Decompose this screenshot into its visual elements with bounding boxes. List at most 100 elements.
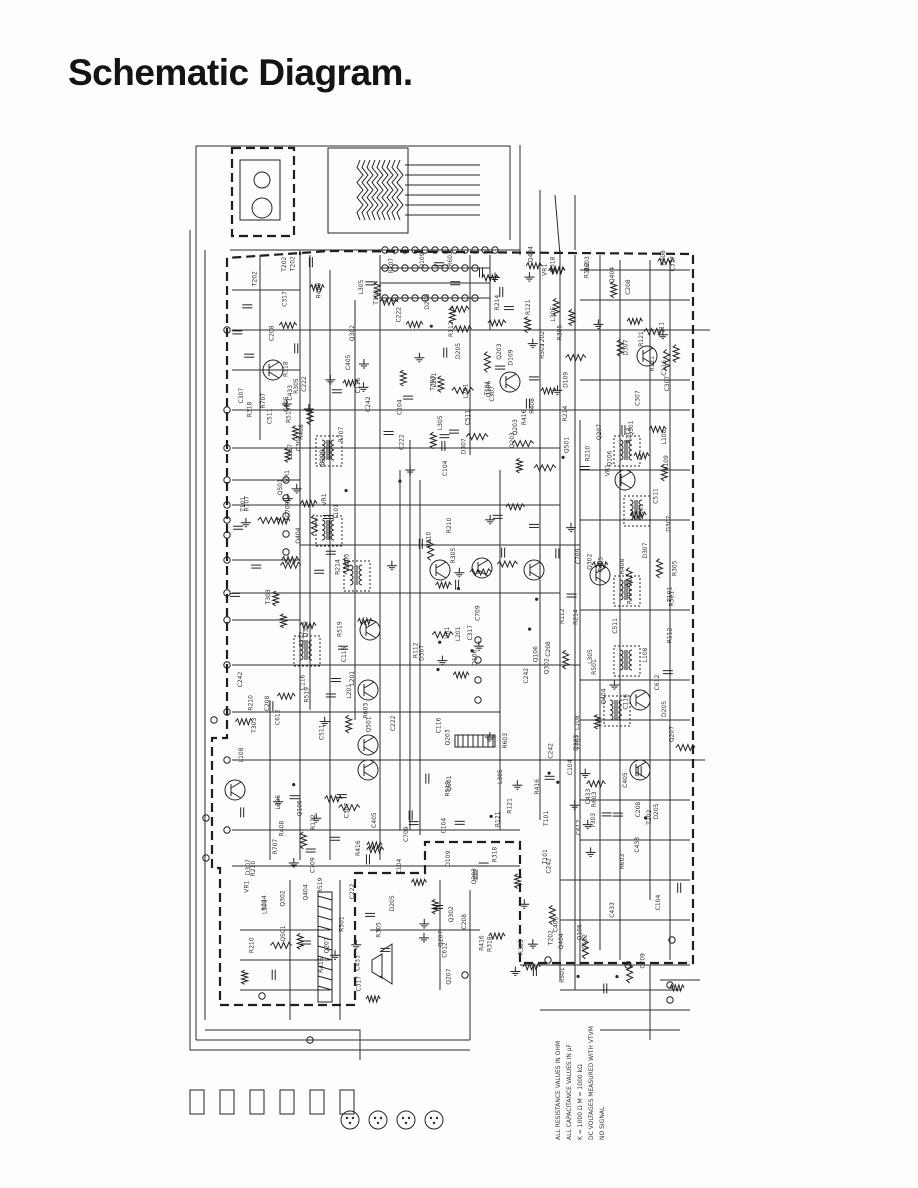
component-label: R416 (318, 957, 325, 973)
component-label: Q302 (586, 553, 593, 569)
component-label: C116 (623, 694, 630, 710)
resistor-symbol (242, 970, 248, 984)
resistor-symbol (273, 591, 279, 606)
terminal-node (412, 247, 418, 253)
junction-dot (292, 783, 296, 787)
coil-symbol (629, 595, 632, 600)
coil-symbol (629, 450, 632, 455)
coil-symbol (359, 570, 362, 575)
resistor-symbol (357, 160, 363, 220)
component-label: L201 (463, 383, 470, 398)
component-label: C242 (548, 743, 555, 759)
socket-pinout-symbol (397, 1111, 415, 1129)
component-label: R112 (583, 262, 590, 278)
component-label: C222 (390, 715, 397, 731)
component-label: C104 (441, 818, 448, 834)
resistor-symbol (649, 426, 666, 432)
component-label: C116 (661, 360, 668, 376)
transistor-symbol (621, 472, 631, 478)
component-label: R210 (446, 518, 453, 534)
terminal-node (412, 295, 418, 301)
shield-box (604, 696, 630, 726)
junction-dot (643, 816, 648, 820)
transistor-symbol (590, 565, 610, 585)
component-label: C222 (399, 434, 406, 450)
component-label: T303 (373, 289, 380, 305)
component-label: C222 (395, 307, 402, 323)
socket-pin (376, 1121, 380, 1125)
page-title: Schematic Diagram. (68, 52, 413, 93)
junction-dot (527, 627, 532, 631)
resistor-symbol (310, 285, 324, 291)
component-label: R519 (337, 621, 344, 637)
resistor-symbol (497, 561, 517, 567)
component-label: C317 (670, 256, 677, 272)
terminal-node (283, 495, 289, 501)
transistor-symbol (364, 737, 374, 743)
component-label: R112 (559, 608, 566, 624)
junction-dot (456, 586, 461, 591)
component-label: C104 (396, 399, 403, 415)
component-label: C511 (658, 322, 665, 338)
component-label: C307 (344, 803, 351, 819)
coil-symbol (322, 455, 325, 460)
component-label: T303 (265, 589, 272, 605)
component-label: Q302 (349, 325, 356, 341)
component-label: C511 (464, 410, 471, 426)
component-label: R318 (550, 256, 557, 272)
component-label: L108 (642, 647, 649, 662)
component-label: Q404 (528, 246, 535, 262)
component-label: R305 (293, 378, 300, 394)
legend-symbol (310, 1090, 324, 1114)
junction-dot (344, 488, 348, 493)
component-label: L201 (349, 671, 356, 686)
transistor-symbol (231, 792, 241, 798)
component-label: R603 (619, 854, 626, 870)
terminal-node (224, 502, 230, 508)
resistor-symbol (611, 281, 617, 297)
resistor-symbol (285, 448, 291, 463)
legend-symbol (340, 1090, 354, 1114)
component-label: Q501 (277, 479, 284, 495)
component-label: R121 (649, 356, 656, 372)
component-label: C433 (634, 837, 641, 853)
component-label: Q207 (445, 968, 452, 984)
component-label: C208 (461, 914, 468, 930)
terminal-node (432, 295, 438, 301)
component-label: R519 (303, 687, 310, 703)
resistor-symbol (372, 160, 378, 220)
coil-symbol (610, 700, 613, 705)
resistor-symbol (563, 650, 569, 669)
component-label: L108 (238, 747, 245, 762)
component-label: C405 (597, 557, 604, 573)
component-label: Q203 (445, 729, 452, 745)
transistor-symbol (364, 772, 374, 778)
coil-symbol (331, 525, 334, 530)
terminal-node (412, 265, 418, 271)
component-label: R210 (247, 695, 254, 711)
transistor-symbol (524, 560, 544, 580)
terminal-node (432, 247, 438, 253)
component-label: C709 (475, 605, 482, 621)
resistor-symbol (670, 985, 684, 991)
component-label: C307 (296, 435, 303, 451)
transistor-symbol (478, 560, 488, 566)
component-label: C116 (436, 717, 443, 733)
transistor-symbol (643, 348, 653, 354)
transistor-symbol (231, 782, 241, 788)
terminal-node (472, 265, 478, 271)
component-label: R210 (425, 531, 432, 547)
terminal-node (625, 962, 631, 968)
coil-symbol (359, 580, 362, 585)
component-label: D307 (666, 515, 673, 531)
transistor-symbol (360, 620, 380, 640)
component-label: Q302 (302, 621, 309, 637)
socket-pin (373, 1116, 377, 1120)
resistor-symbol (594, 715, 600, 729)
resistor-symbol (450, 306, 469, 312)
component-label: Q404 (558, 933, 565, 949)
legend-symbol (280, 1090, 294, 1114)
terminal-node (382, 247, 388, 253)
coil-symbol (350, 575, 353, 580)
